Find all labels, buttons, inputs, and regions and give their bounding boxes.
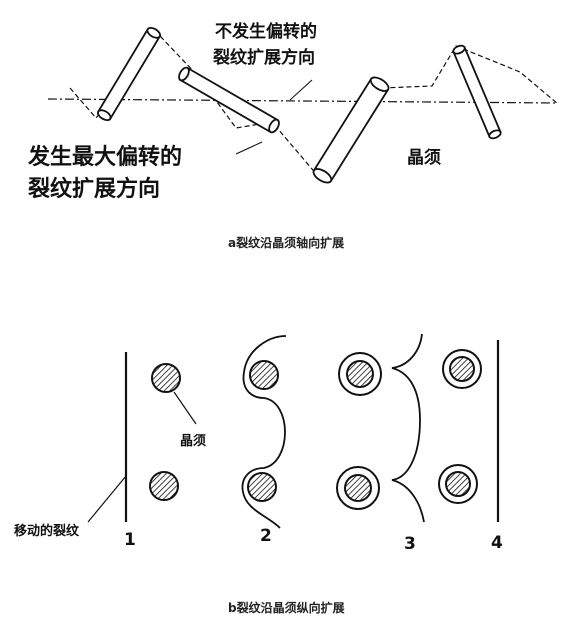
- label-max-deflect-line1: 发生最大偏转的: [28, 145, 183, 170]
- leader-max-deflect: [235, 141, 263, 155]
- leader-no-deflect: [289, 79, 313, 101]
- whisker-stage-3-bottom: [336, 466, 380, 510]
- whisker-stage-3-top: [338, 352, 382, 396]
- straight-crack-path: [47, 98, 559, 104]
- whisker-stage-2-top: [249, 360, 279, 390]
- whisker-rod-1: [97, 26, 161, 122]
- stage-number-2: 2: [260, 526, 272, 546]
- whisker-stage-4-top: [442, 349, 482, 389]
- label-no-deflect-line2: 裂纹扩展方向: [213, 48, 315, 68]
- label-whisker-b: 晶须: [180, 434, 207, 449]
- whisker-stage-1-bottom: [149, 471, 179, 501]
- stage-number-1: 1: [124, 530, 136, 550]
- whisker-rod-3: [312, 76, 390, 184]
- label-no-deflect-line1: 不发生偏转的: [215, 22, 317, 42]
- stage-number-4: 4: [491, 533, 503, 553]
- crack-line-stage-2: [241, 335, 287, 529]
- caption-a: a裂纹沿晶须轴向扩展: [228, 236, 345, 250]
- whisker-rod-2: [178, 66, 280, 134]
- label-max-deflect-line2: 裂纹扩展方向: [28, 177, 161, 202]
- label-moving-crack: 移动的裂纹: [14, 524, 80, 539]
- crack-line-stage-3: [391, 333, 425, 523]
- whisker-stage-1-top: [151, 363, 181, 393]
- leader-whisker: [173, 391, 197, 425]
- caption-b: b裂纹沿晶须纵向扩展: [228, 601, 345, 615]
- stage-number-3: 3: [404, 534, 416, 554]
- whisker-rod-4: [452, 44, 502, 140]
- label-whisker-a: 晶须: [407, 148, 441, 168]
- leader-crack: [87, 475, 127, 523]
- whisker-stage-2-bottom: [247, 472, 277, 502]
- whisker-stage-4-bottom: [438, 464, 478, 504]
